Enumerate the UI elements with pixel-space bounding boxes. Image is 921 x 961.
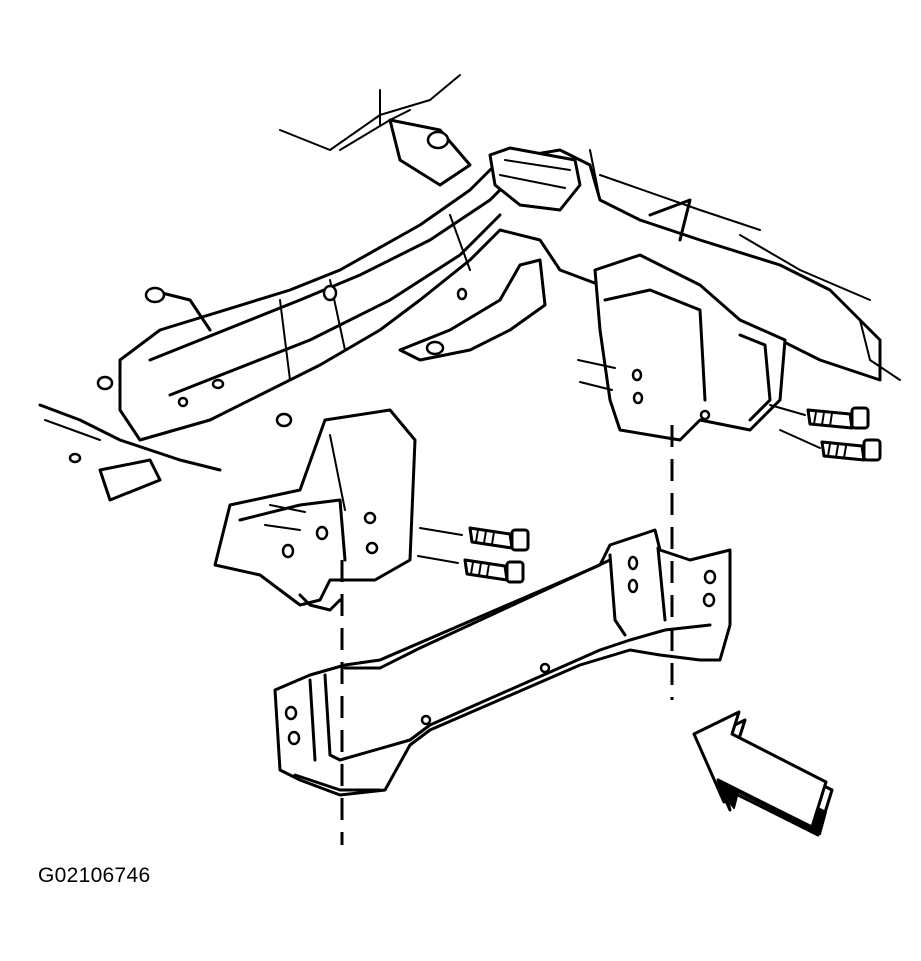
transmission-crossmember (273, 528, 732, 797)
bolt-icon (806, 406, 870, 430)
frame-assembly (38, 74, 901, 502)
direction-arrow-icon (692, 710, 834, 837)
alignment-lines (340, 425, 674, 845)
figure-code: G02106746 (38, 864, 151, 887)
right-mount-bracket (577, 253, 787, 442)
bolt-icon (463, 558, 525, 584)
bolt-icon (820, 438, 882, 462)
bolt-icon (468, 526, 530, 552)
left-mount-bracket (213, 408, 417, 612)
